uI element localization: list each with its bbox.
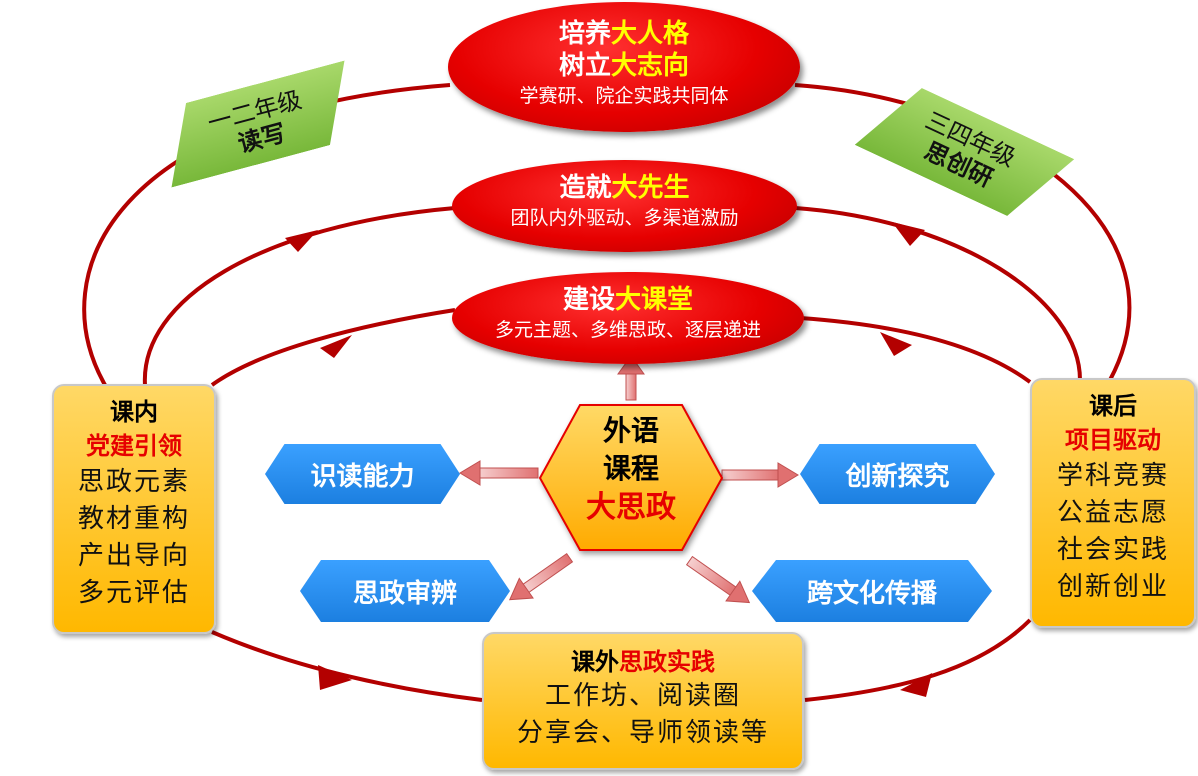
bottom-loop: [211, 618, 1032, 702]
left-box-highlight: 党建引领: [86, 432, 182, 460]
left-box-title: 课内: [110, 398, 158, 426]
center-label: 外语 课程 大思政: [560, 412, 702, 528]
arrowhead-middle-right: [892, 222, 925, 246]
right-box-item: 学科竞赛: [1056, 461, 1169, 491]
ability-innovation: 创新探究: [800, 444, 995, 504]
arrow-down-right: [685, 555, 751, 604]
ability-intercultural: 跨文化传播: [752, 560, 992, 622]
right-box-item: 创新创业: [1056, 572, 1169, 602]
right-box-highlight: 项目驱动: [1065, 426, 1161, 454]
arrowhead-bottom-left: [318, 665, 352, 690]
left-box-item: 教材重构: [77, 504, 190, 534]
top-sub: 学赛研、院企实践共同体: [519, 85, 729, 107]
arrow-down-left: [508, 553, 574, 601]
lower-ellipse: 建设大课堂 多元主题、多维思政、逐层递进: [452, 272, 804, 364]
center-line3: 大思政: [586, 490, 676, 525]
ability-reading: 识读能力: [265, 444, 460, 504]
inner-loop: [210, 308, 1032, 387]
middle-ellipse: 造就大先生 团队内外驱动、多渠道激励: [452, 160, 797, 252]
right-box: 课后 项目驱动 学科竞赛 公益志愿 社会实践 创新创业: [1030, 378, 1196, 628]
left-box-item: 产出导向: [77, 541, 190, 571]
arrow-right: [721, 462, 799, 488]
middle-loop: [142, 206, 1082, 386]
bottom-box-item: 分享会、导师领读等: [516, 718, 769, 748]
arrow-left: [459, 460, 539, 486]
center-line1: 外语: [602, 414, 659, 447]
ability-critical-thinking: 思政审辨: [300, 560, 510, 622]
top-line2: 树立大志向: [558, 51, 690, 81]
center-hexagon: [538, 404, 724, 551]
bottom-box: 课外思政实践 工作坊、阅读圈 分享会、导师领读等: [482, 632, 804, 770]
left-box-item: 多元评估: [77, 578, 190, 608]
arrow-up: [617, 355, 645, 401]
top-ellipse: 培养大人格 树立大志向 学赛研、院企实践共同体: [448, 2, 800, 132]
middle-title: 造就大先生: [559, 173, 690, 203]
arrowhead-inner-right: [880, 332, 912, 356]
right-box-item: 公益志愿: [1056, 498, 1169, 528]
lower-title: 建设大课堂: [562, 285, 694, 315]
arrowhead-inner-left: [320, 335, 352, 358]
arrowhead-middle-left: [285, 230, 318, 252]
center-line2: 课程: [602, 452, 659, 485]
right-box-title: 课后: [1089, 392, 1137, 420]
arrowhead-bottom-right: [900, 673, 932, 697]
left-box-item: 思政元素: [77, 467, 190, 497]
left-box: 课内 党建引领 思政元素 教材重构 产出导向 多元评估: [52, 384, 216, 634]
bottom-box-item: 工作坊、阅读圈: [544, 681, 741, 711]
top-line1: 培养大人格: [558, 19, 690, 49]
lower-sub: 多元主题、多维思政、逐层递进: [494, 319, 761, 341]
middle-sub: 团队内外驱动、多渠道激励: [510, 207, 739, 229]
right-box-item: 社会实践: [1056, 535, 1169, 565]
bottom-box-title: 课外思政实践: [571, 648, 715, 676]
